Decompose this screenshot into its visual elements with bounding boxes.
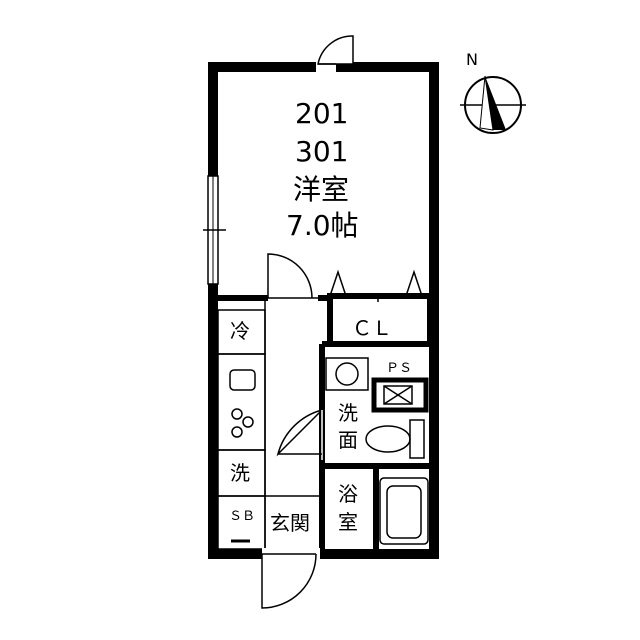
main-room-size: 7.0帖 <box>286 209 359 242</box>
bathroom-label-1: 浴 <box>338 482 358 506</box>
entrance-door-swing <box>261 553 317 609</box>
pipe-space-label: ＰＳ <box>386 361 413 376</box>
north-label: N <box>466 50 478 69</box>
balcony-door-swing <box>317 35 354 65</box>
washroom-label-1: 洗 <box>338 401 358 425</box>
fridge-label: 冷 <box>230 319 250 343</box>
room-door-swing <box>267 253 313 299</box>
washroom-door-swing <box>276 409 323 457</box>
north-compass-icon <box>460 75 526 134</box>
washroom-label-2: 面 <box>338 428 358 452</box>
closet-label: ＣＬ <box>352 316 392 340</box>
washer-label: 洗 <box>230 461 250 485</box>
bathroom-label-2: 室 <box>338 510 358 534</box>
room-number-201: 201 <box>295 97 349 130</box>
main-room-name: 洋室 <box>293 173 350 206</box>
room-number-301: 301 <box>295 135 349 168</box>
shoe-box-label: ＳＢ <box>229 509 256 524</box>
entrance-label: 玄関 <box>270 511 310 535</box>
